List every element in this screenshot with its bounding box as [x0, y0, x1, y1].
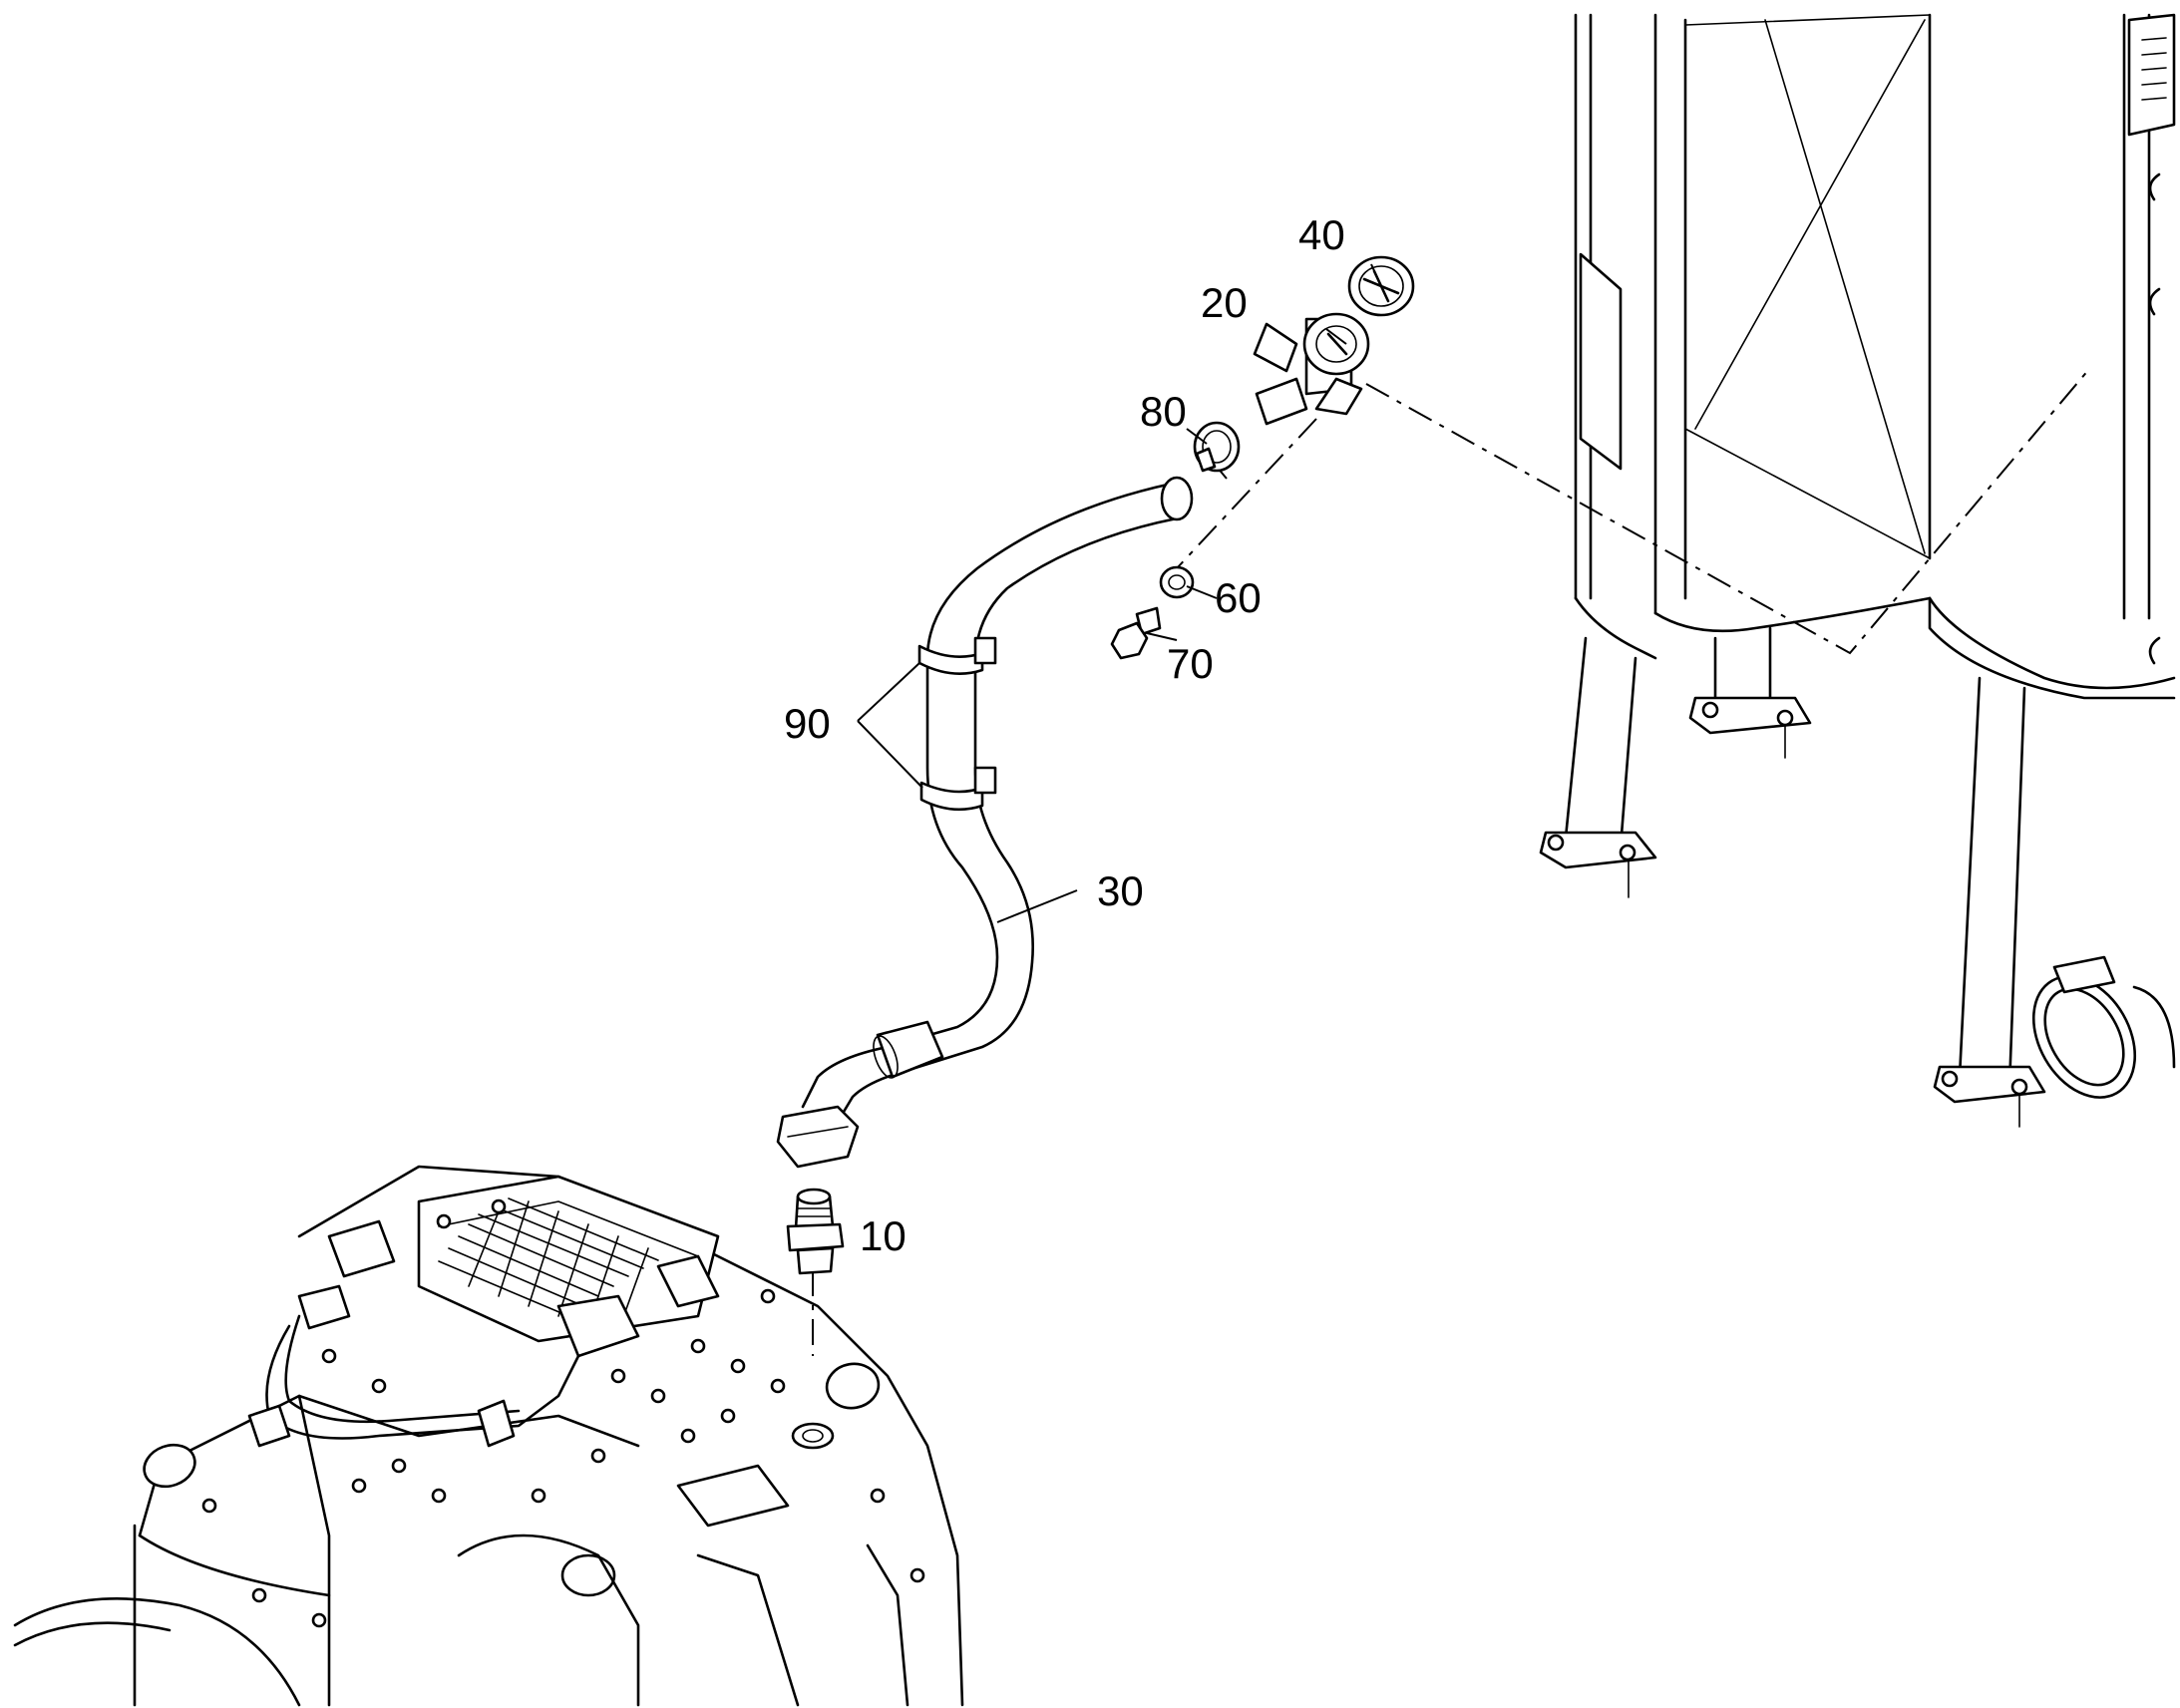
callout-30: 30 [1097, 867, 1144, 914]
part-30-hose [776, 476, 1194, 1169]
part-90-hose-clamps [917, 636, 997, 812]
callout-80: 80 [1140, 388, 1187, 435]
callouts: 40 20 80 60 70 90 30 10 [784, 211, 1345, 1259]
transmission-bolts [201, 1198, 925, 1628]
control-unit-fins [438, 1197, 659, 1332]
callout-90: 90 [784, 700, 831, 747]
part-10-adapter [786, 1188, 845, 1275]
tank-assembly [1539, 13, 2176, 1128]
callout-40: 40 [1298, 211, 1345, 258]
center-lines [812, 368, 2090, 1356]
leader-lines [857, 263, 1382, 923]
part-80-clamp [1193, 421, 1241, 473]
callout-20: 20 [1201, 279, 1248, 326]
part-70-bolt [1110, 606, 1162, 660]
callout-10: 10 [860, 1212, 907, 1259]
transmission-assembly [13, 1165, 964, 1707]
nameplate-text-lines [2141, 37, 2167, 101]
part-20-filler-neck [1253, 312, 1370, 426]
callout-70: 70 [1167, 640, 1214, 687]
callout-60: 60 [1215, 574, 1262, 621]
part-60-washer [1159, 565, 1195, 599]
